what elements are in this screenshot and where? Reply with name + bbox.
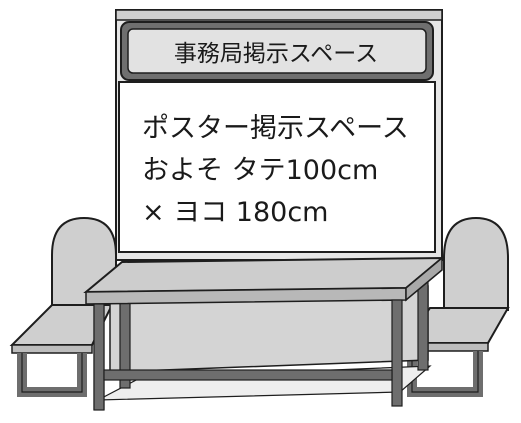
header-sign-inner [127, 28, 427, 74]
table [83, 256, 445, 411]
poster-space-description: ポスター掲示スペース およそ タテ100cm × ヨコ 180cm [142, 108, 432, 234]
header-sign-label: 事務局掲示スペース [173, 41, 379, 67]
poster-line-title: ポスター掲示スペース [142, 113, 409, 144]
poster-line-height: およそ タテ100cm [142, 155, 379, 186]
poster-line-width: × ヨコ 180cm [142, 197, 329, 228]
display-board [115, 9, 443, 261]
poster-panel [118, 81, 436, 253]
